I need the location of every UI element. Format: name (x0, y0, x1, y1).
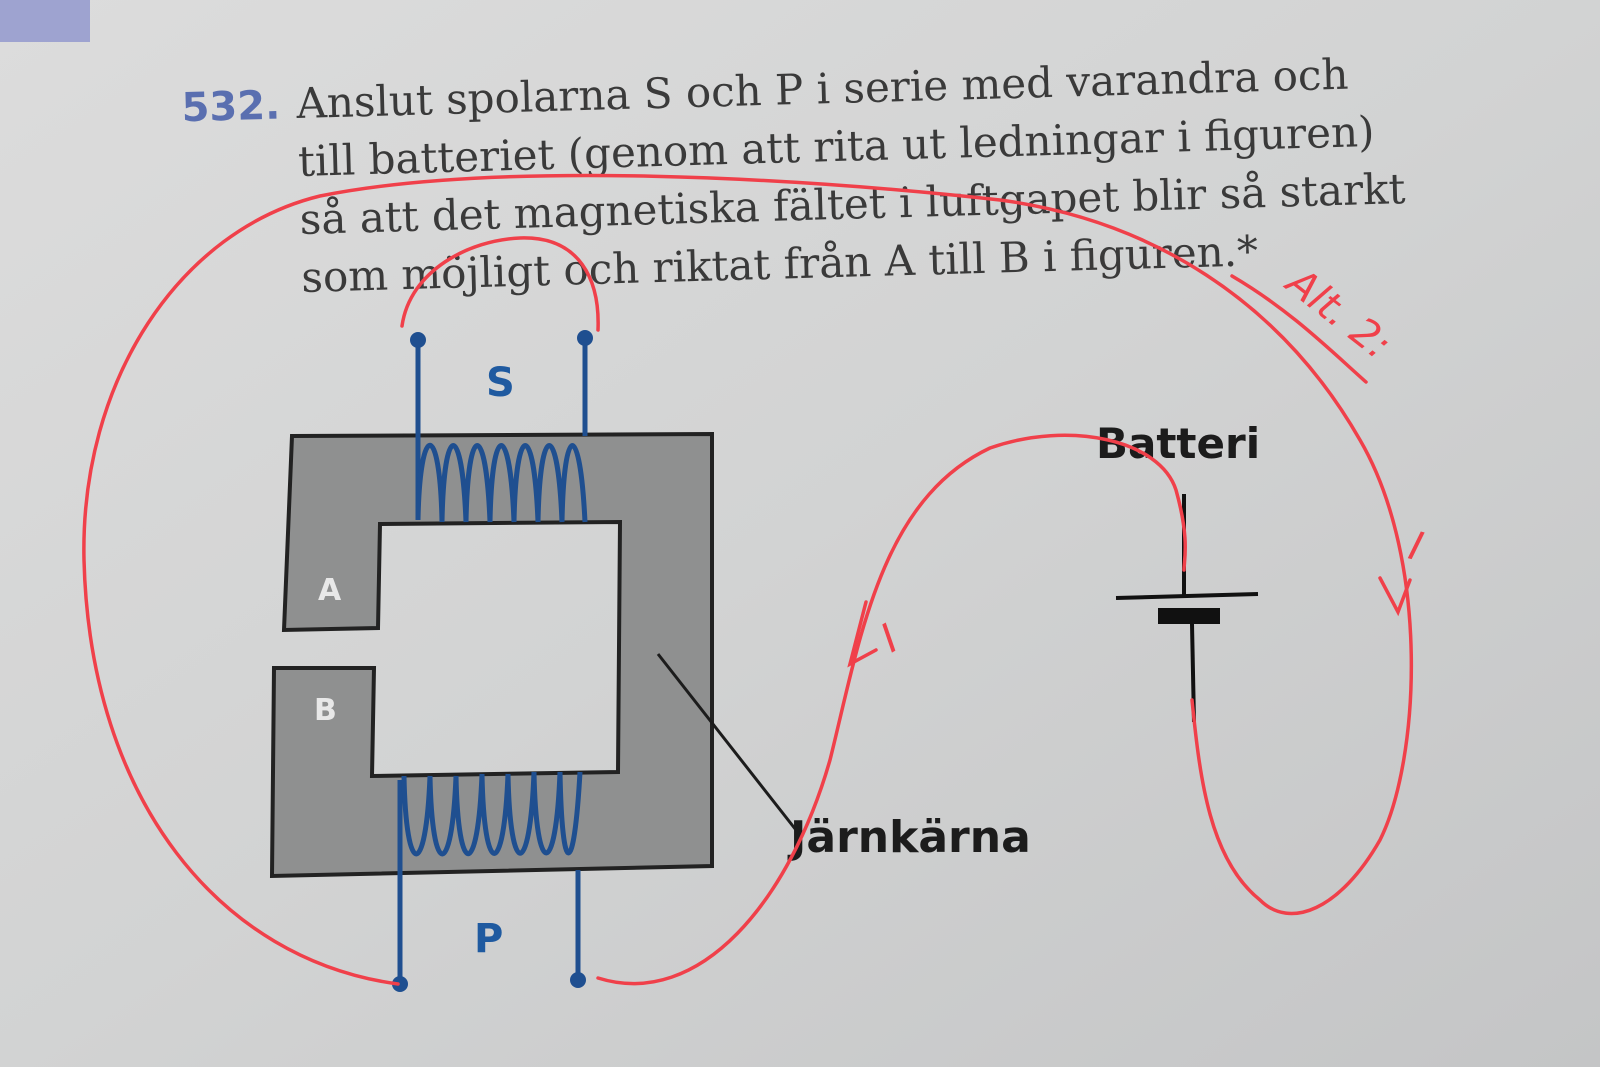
pole-a-label: A (318, 573, 342, 608)
current-arrow-right (1378, 576, 1412, 617)
coil-p (392, 771, 586, 992)
coil-p-label: P (474, 916, 503, 962)
handwritten-wires (82, 173, 1414, 986)
coil-s-label: S (486, 360, 515, 406)
pole-b-label: B (314, 693, 337, 728)
alt-underline (1230, 274, 1368, 384)
battery-symbol (1115, 494, 1259, 723)
corner-sticker (0, 0, 90, 42)
wire-inner-loop (596, 433, 1187, 986)
wire-outer-loop (82, 173, 1414, 986)
iron-core (269, 431, 714, 879)
core-label: Järnkärna (787, 812, 1031, 863)
coil-s (410, 330, 593, 523)
core-pointer-line (656, 653, 798, 831)
problem-number: 532. (181, 83, 281, 132)
wire-s-loop (400, 236, 600, 332)
current-arrow-left (847, 600, 878, 668)
